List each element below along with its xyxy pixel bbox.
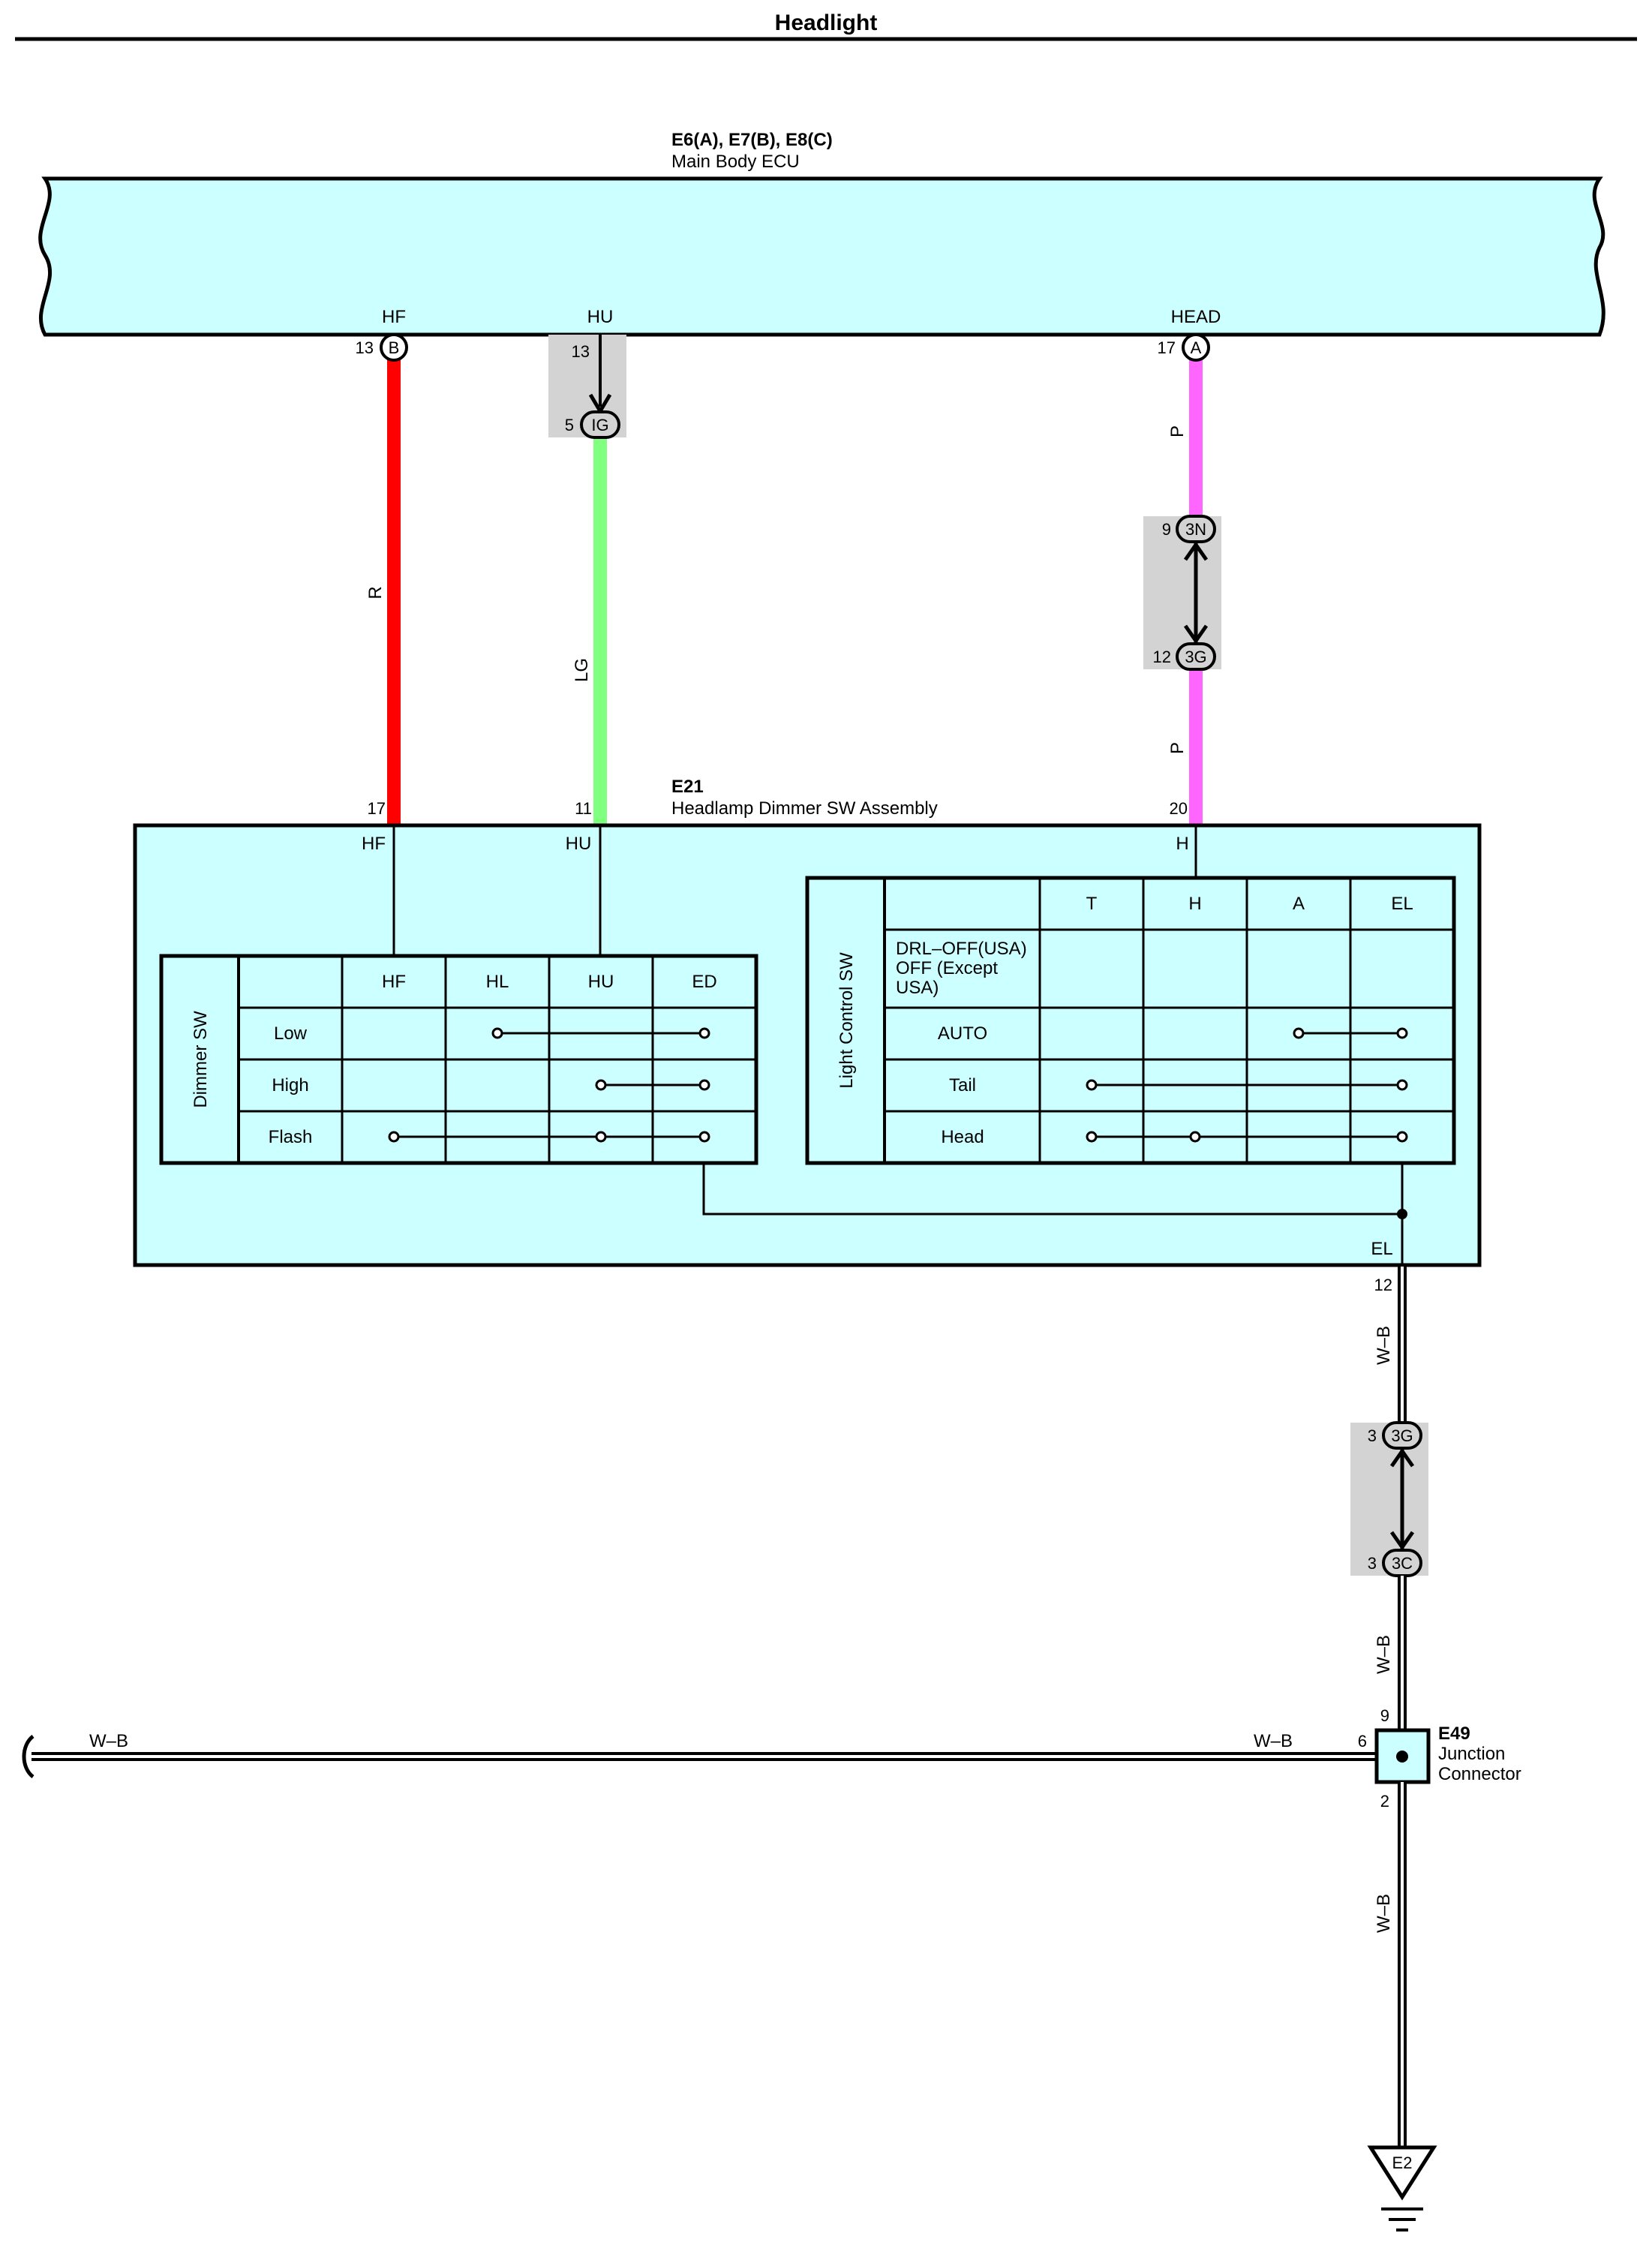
dimmer-pin-h: 20 — [1170, 799, 1188, 818]
dimmer-pin-hu: 11 — [575, 799, 592, 818]
ig-connector — [580, 410, 620, 439]
connector-3g-upper — [1176, 642, 1216, 671]
ig-pin: 5 — [565, 416, 574, 434]
dimmer-sw-table — [159, 954, 758, 1165]
wire-label-wb-left: W–B — [89, 1731, 128, 1751]
dimmer-col-hf: HF — [382, 972, 406, 992]
dimmer-connection-low — [491, 1027, 710, 1039]
dimmer-term-h: H — [1176, 834, 1188, 854]
light-row-drl-off-line2: OFF (Except — [896, 958, 998, 978]
conn-3c-arrow — [1389, 1531, 1415, 1551]
connector-3g-mid-pin: 3 — [1368, 1426, 1377, 1445]
wire-label-r: R — [365, 586, 386, 599]
wire-label-wb-2: W–B — [1374, 1635, 1394, 1674]
lead-ed-to-el — [702, 1163, 1402, 1216]
connector-3g-upper-label: 3G — [1185, 648, 1206, 666]
dimmer-term-hf: HF — [362, 834, 386, 854]
junction-dot — [1396, 1751, 1408, 1763]
light-row-drl-off-line1: DRL–OFF(USA) — [896, 939, 1027, 959]
ecu-connector-b-label: B — [389, 338, 400, 357]
light-control-sw-table — [805, 876, 1456, 1165]
light-row-auto: AUTO — [938, 1023, 987, 1044]
dimmer-row-low: Low — [274, 1023, 308, 1044]
dimmer-term-el: EL — [1371, 1239, 1392, 1259]
light-control-sw-label: Light Control SW — [837, 952, 857, 1089]
junction-pin-left: 6 — [1358, 1732, 1367, 1751]
wire-label-wb-3: W–B — [1374, 1894, 1394, 1933]
dimmer-connection-high — [595, 1079, 710, 1091]
dimmer-col-hl: HL — [486, 972, 509, 992]
connector-3g-mid — [1382, 1421, 1422, 1450]
junction-name-line2: Connector — [1438, 1764, 1521, 1784]
light-col-t: T — [1086, 894, 1098, 914]
light-connection-head — [1086, 1131, 1408, 1143]
connector-3n-label: 3N — [1185, 520, 1206, 539]
ground-e2-symbol — [1367, 2145, 1437, 2201]
light-row-head: Head — [941, 1127, 984, 1147]
dimmer-assembly-code: E21 — [671, 777, 704, 797]
connector-3n-pin: 9 — [1162, 520, 1171, 539]
wire-label-p-upper: P — [1167, 425, 1188, 437]
conn-3n-3g-bg — [1143, 516, 1221, 669]
connector-3c-pin: 3 — [1368, 1554, 1377, 1573]
ecu-connector-a-label: A — [1191, 338, 1202, 357]
light-row-tail: Tail — [949, 1075, 976, 1095]
dimmer-term-hu: HU — [566, 834, 592, 854]
dimmer-pin-hf: 17 — [368, 799, 386, 818]
light-col-el: EL — [1391, 894, 1413, 914]
dimmer-connection-flash — [388, 1131, 710, 1143]
conn-3n-arrow — [1183, 541, 1209, 561]
connector-3n — [1176, 515, 1216, 543]
wire-label-lg: LG — [572, 658, 592, 682]
dimmer-assembly-name: Headlamp Dimmer SW Assembly — [671, 798, 938, 819]
ecu-term-hu: HU — [587, 307, 614, 327]
dimmer-col-ed: ED — [692, 972, 716, 992]
junction-name-line1: Junction — [1438, 1744, 1505, 1764]
ecu-term-hf: HF — [382, 307, 406, 327]
dimmer-row-high: High — [272, 1075, 308, 1095]
dimmer-row-flash: Flash — [269, 1127, 313, 1147]
light-row-drl-off-line3: USA) — [896, 978, 939, 998]
junction-pin-top: 9 — [1380, 1706, 1389, 1725]
conn-3g-mid-arrow — [1389, 1447, 1415, 1468]
light-col-a: A — [1293, 894, 1305, 914]
light-connection-tail — [1086, 1079, 1408, 1091]
wire-label-wb-right: W–B — [1254, 1731, 1293, 1751]
conn-3g-3c-bg — [1350, 1423, 1428, 1576]
ecu-codes: E6(A), E7(B), E8(C) — [671, 130, 833, 150]
ecu-connector-a — [1182, 333, 1210, 362]
ecu-name: Main Body ECU — [671, 152, 800, 172]
ecu-pin-head: 17 — [1158, 338, 1176, 357]
dimmer-pin-el: 12 — [1374, 1276, 1392, 1294]
conn-3g-arrow — [1183, 624, 1209, 645]
page-title: Headlight — [775, 11, 878, 35]
dimmer-sw-label: Dimmer SW — [191, 1011, 211, 1108]
junction-code: E49 — [1438, 1724, 1470, 1744]
wire-label-p-lower: P — [1167, 742, 1188, 754]
light-col-h: H — [1188, 894, 1201, 914]
ecu-term-head: HEAD — [1171, 307, 1221, 327]
lead-junction-dot — [1397, 1209, 1407, 1219]
ig-connector-label: IG — [591, 416, 608, 434]
connector-3g-upper-pin: 12 — [1153, 648, 1171, 666]
dimmer-col-hu: HU — [588, 972, 614, 992]
ecu-connector-b — [380, 333, 408, 362]
wire-label-wb-1: W–B — [1374, 1326, 1394, 1365]
wire-break-mark — [22, 1735, 35, 1778]
light-connection-auto — [1293, 1027, 1408, 1039]
ecu-pin-hf: 13 — [356, 338, 374, 357]
junction-pin-bottom: 2 — [1380, 1792, 1389, 1811]
connector-3g-mid-label: 3G — [1391, 1426, 1413, 1445]
connector-3c-label: 3C — [1392, 1554, 1413, 1573]
main-body-ecu-block — [38, 176, 1605, 337]
ground-e2-label: E2 — [1392, 2153, 1413, 2172]
ecu-pin-hu: 13 — [572, 342, 590, 361]
